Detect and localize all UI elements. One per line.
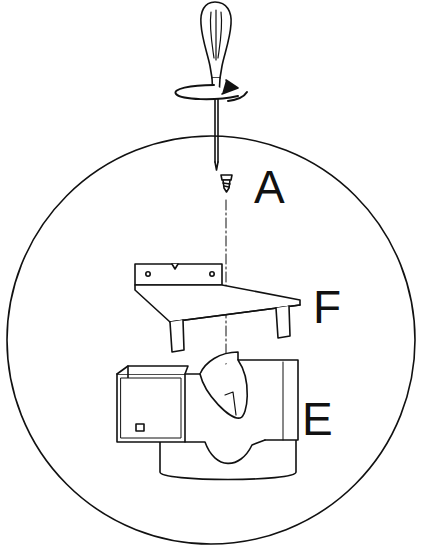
callout-letter: F <box>313 284 341 330</box>
detail-circle <box>7 136 415 544</box>
bracket <box>135 264 300 352</box>
callout-letter: A <box>254 164 285 210</box>
duct-fitting <box>117 352 298 480</box>
screwdriver <box>175 2 247 170</box>
screw <box>221 175 232 192</box>
callout-letter: E <box>302 396 333 442</box>
